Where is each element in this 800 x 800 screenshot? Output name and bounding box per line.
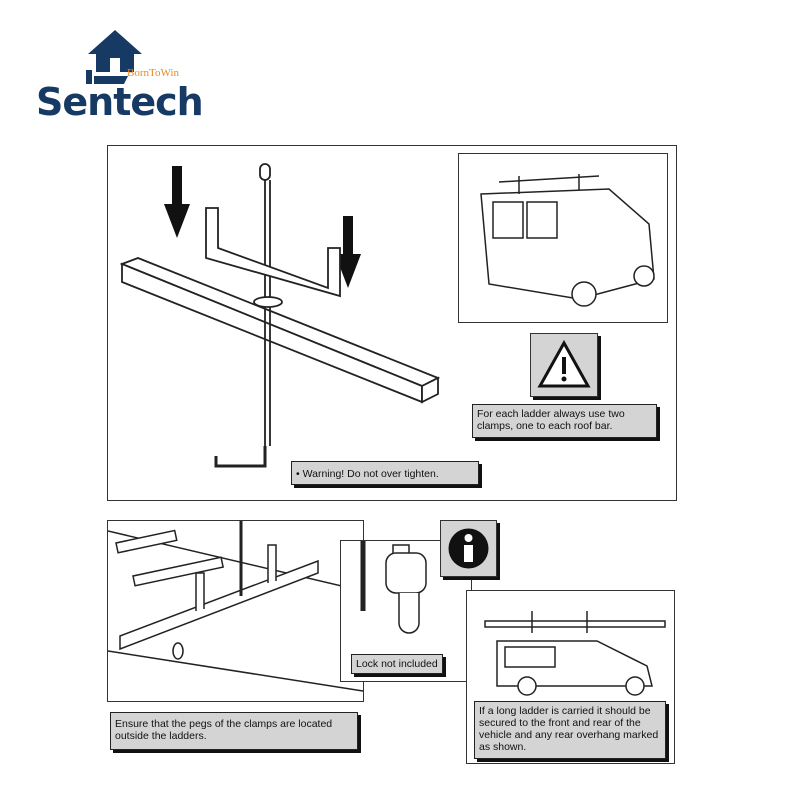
warning-caption: • Warning! Do not over tighten. <box>291 461 479 485</box>
warning-box <box>530 333 598 397</box>
long-ladder-panel: If a long ladder is carried it should be… <box>466 590 675 764</box>
ladder-clamp-panel <box>107 520 364 702</box>
arrow-down-icon <box>335 216 361 288</box>
brand-name: Sentech <box>36 80 204 124</box>
van-side-illustration <box>484 611 666 696</box>
brand-tagline: BornToWin <box>127 67 179 79</box>
info-icon <box>448 528 489 569</box>
van-rear-illustration <box>480 174 655 307</box>
clamp-illustration <box>119 163 441 468</box>
pegs-caption: Ensure that the pegs of the clamps are l… <box>110 712 358 750</box>
warning-triangle-icon <box>537 340 591 388</box>
lock-caption: Lock not included <box>351 654 443 674</box>
arrow-down-icon <box>164 166 190 238</box>
ladder-illustration <box>108 521 363 692</box>
padlock-illustration <box>360 541 427 634</box>
clamp-assembly-panel: For each ladder always use two clamps, o… <box>107 145 677 501</box>
info-box <box>440 520 497 577</box>
long-ladder-caption: If a long ladder is carried it should be… <box>474 701 666 759</box>
house-logo-icon <box>86 30 142 84</box>
van-roof-image <box>458 153 668 323</box>
two-clamps-caption: For each ladder always use two clamps, o… <box>472 404 657 438</box>
